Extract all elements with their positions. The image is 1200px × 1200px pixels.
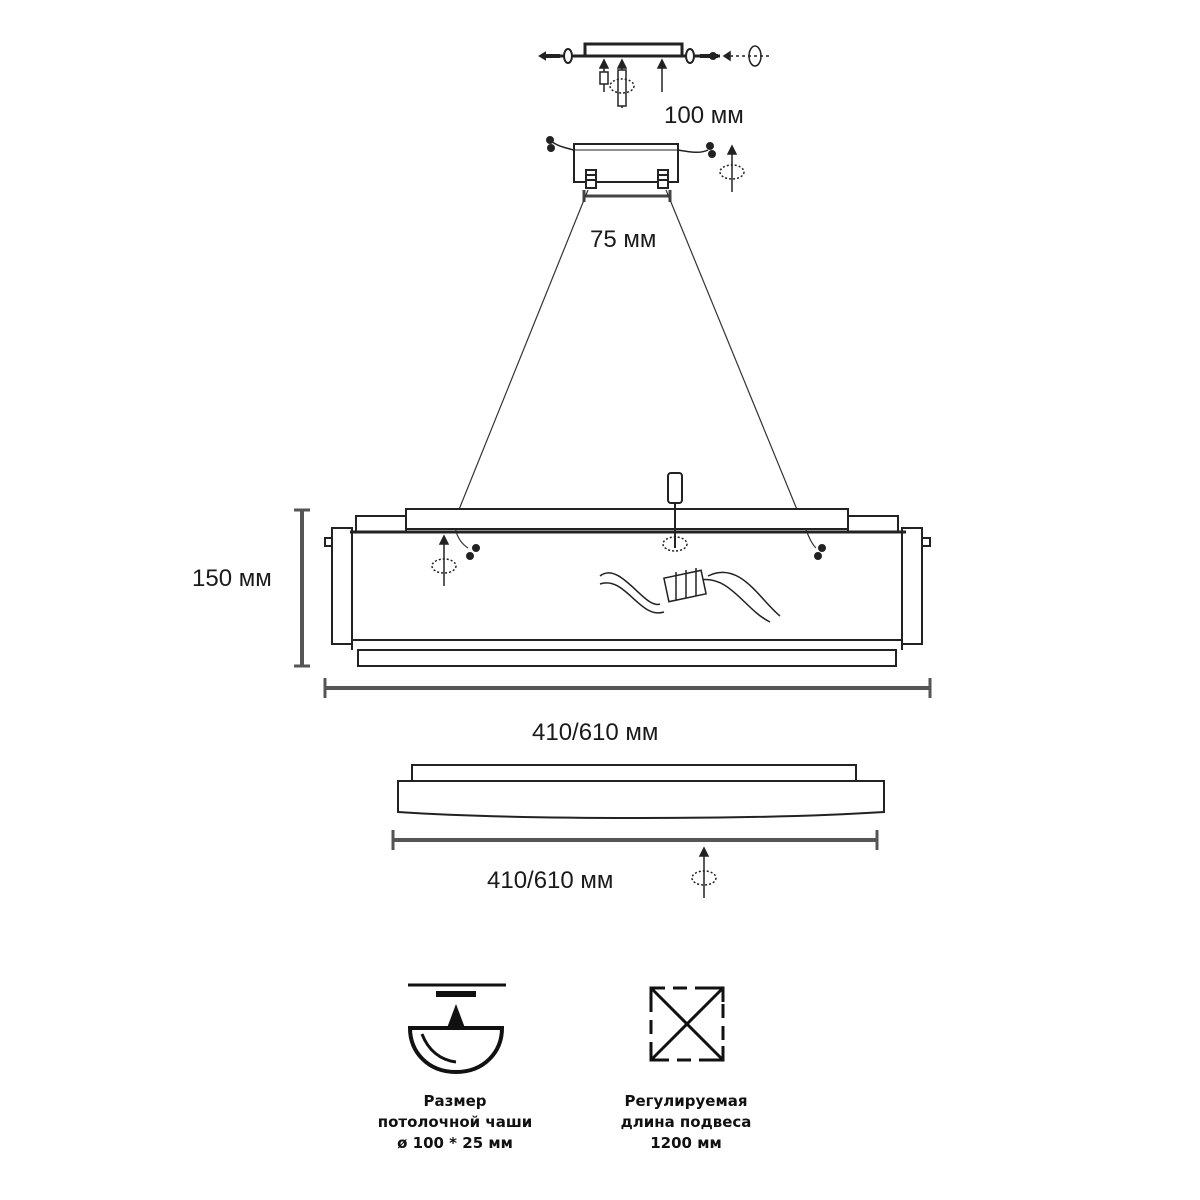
wiring-terminal-icon	[599, 568, 781, 623]
legend-cup-line-3: ø 100 * 25 мм	[397, 1134, 513, 1152]
canopy-rotate-icon	[719, 144, 745, 192]
canopy-screw-left-icon	[585, 169, 597, 189]
legend-cup-line-2: потолочной чаши	[378, 1113, 533, 1131]
length-dimension-line-bottom	[391, 830, 879, 850]
ceiling-canopy	[546, 136, 745, 192]
legend-length-line-3: 1200 мм	[650, 1134, 722, 1152]
body-rotate-icon	[431, 534, 457, 586]
luminaire-body	[324, 472, 931, 667]
legend-caption-length: Регулируемая длина подвеса 1200 мм	[621, 1092, 752, 1152]
height-label: 150 мм	[192, 565, 272, 592]
length-bottom-label: 410/610 мм	[487, 867, 613, 894]
ceiling-cup-icon	[407, 983, 506, 1075]
legend-cup-line-1: Размер	[423, 1092, 486, 1110]
legend-length-line-2: длина подвеса	[621, 1113, 752, 1131]
adjustable-length-icon	[649, 986, 725, 1062]
bottom-rotate-icon	[691, 846, 717, 898]
legend-caption-cup: Размер потолочной чаши ø 100 * 25 мм	[378, 1092, 533, 1152]
bracket-screw-left-icon	[538, 48, 573, 64]
luminaire-side-view	[397, 764, 885, 819]
length-front-label: 410/610 мм	[532, 719, 658, 746]
mounting-bracket	[538, 42, 770, 108]
rotate-arrow-icon	[722, 45, 770, 67]
anchor-screws-icon	[598, 58, 668, 108]
screwdriver-icon	[662, 472, 688, 552]
bracket-screw-right-icon	[685, 48, 718, 64]
length-dimension-line-front	[323, 678, 932, 698]
legend-length-line-1: Регулируемая	[625, 1092, 748, 1110]
canopy-mount-dimension-line	[582, 190, 672, 202]
canopy-mount-width-label: 75 мм	[590, 226, 656, 253]
canopy-plate-width-label: 100 мм	[664, 102, 744, 129]
canopy-screw-right-icon	[657, 169, 669, 189]
height-dimension-line	[294, 508, 310, 668]
